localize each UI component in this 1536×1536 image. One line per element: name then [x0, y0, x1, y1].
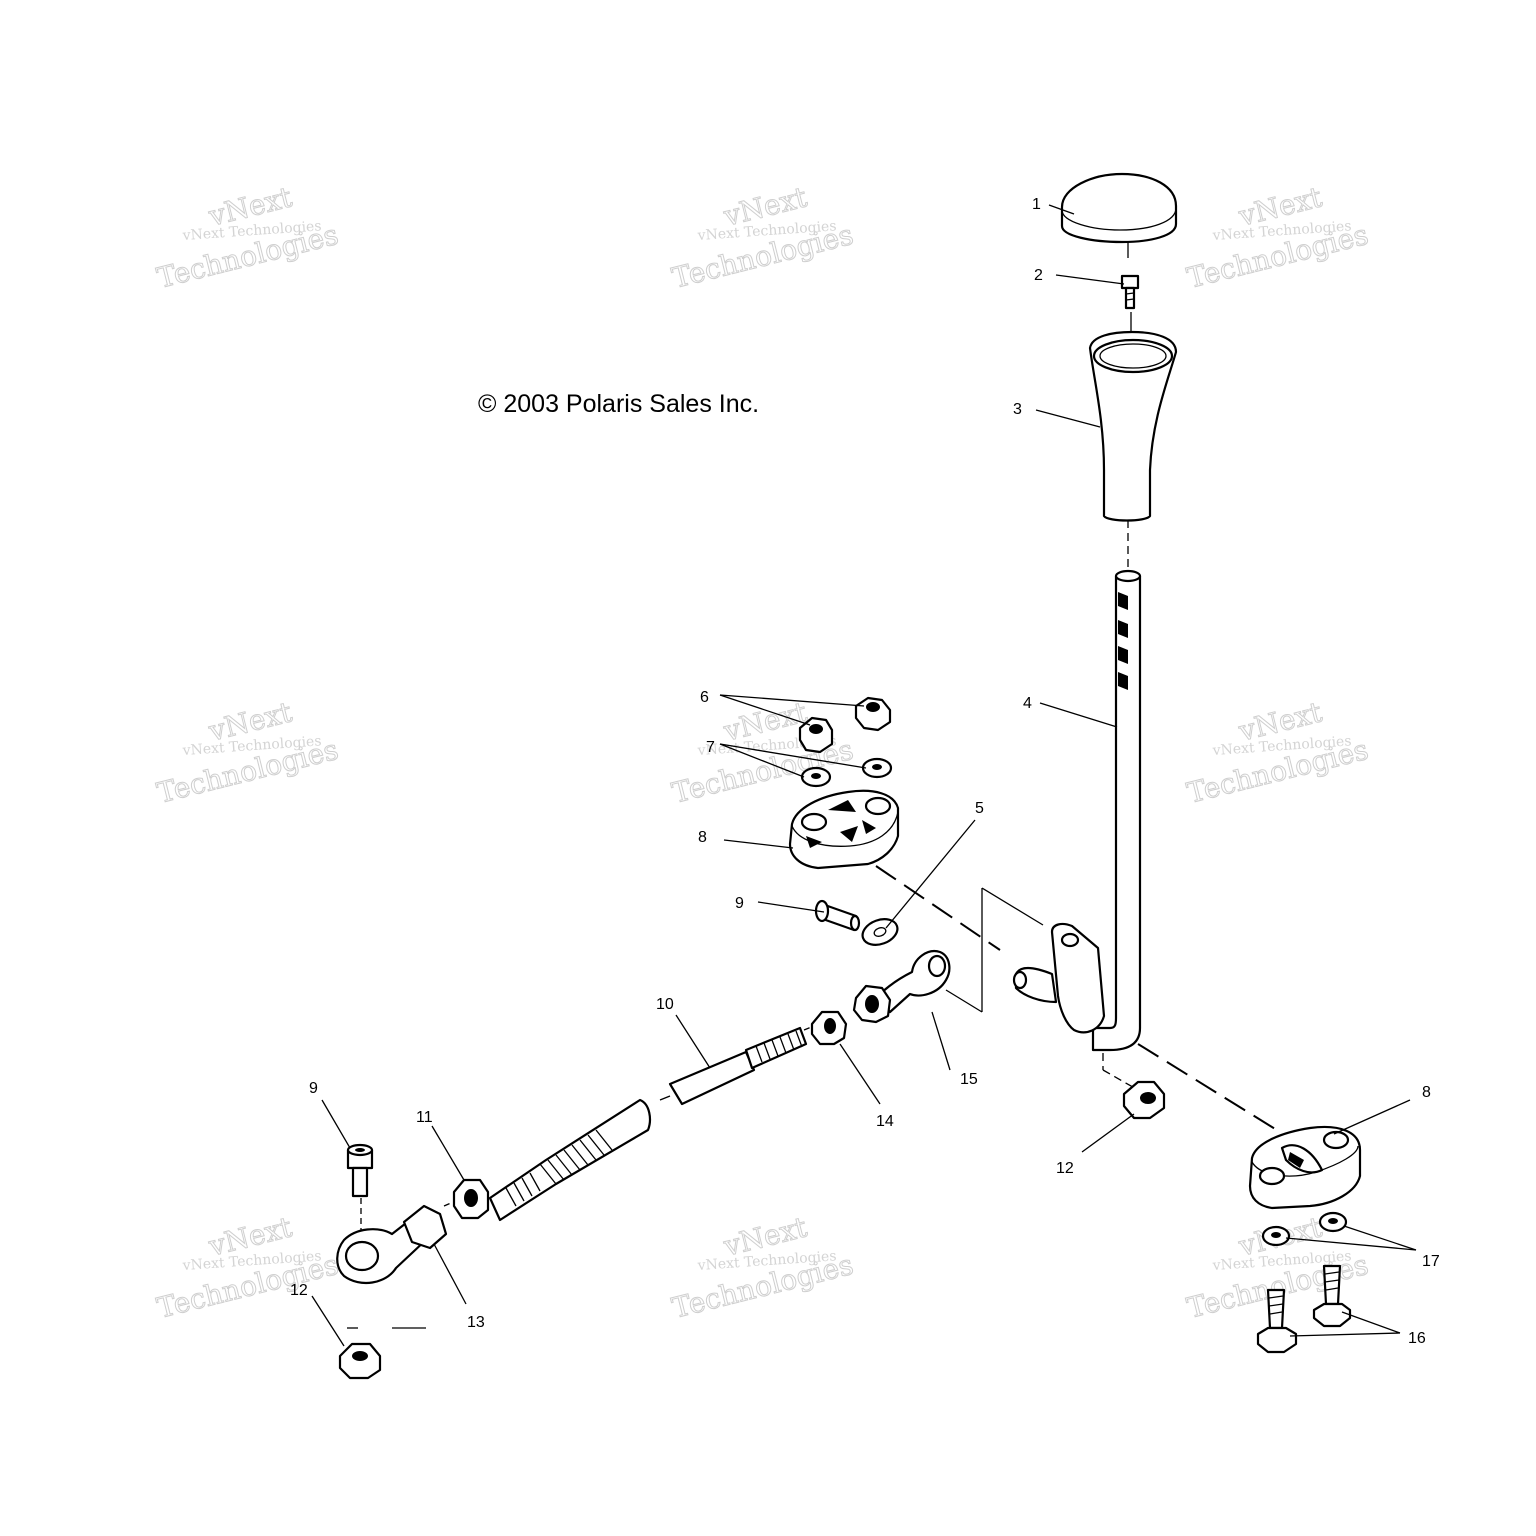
- part-1-knob-cap: [1060, 172, 1178, 244]
- callout-3: 3: [1013, 401, 1022, 418]
- callout-6: 6: [700, 689, 709, 706]
- callout-17: 17: [1422, 1253, 1440, 1270]
- callout-12-right: 12: [1056, 1160, 1074, 1177]
- part-4-shift-lever: [1012, 569, 1142, 1052]
- part-7-washer-right: [861, 757, 893, 779]
- watermark-top-right: vNext Technologies vNext Technologies: [1183, 180, 1372, 296]
- callout-2: 2: [1034, 267, 1043, 284]
- part-10-rod: [488, 1026, 808, 1222]
- part-16-bolt-right: [1312, 1264, 1352, 1328]
- part-11-nut: [452, 1178, 490, 1220]
- callout-numbers: 1 2 3 4 5 6 7 8 8 9 9 10 11 12 12 13 14 …: [290, 196, 1440, 1347]
- part-14-jam-nut: [810, 1010, 848, 1046]
- copyright-notice: © 2003 Polaris Sales Inc.: [478, 390, 759, 418]
- callout-12-left: 12: [290, 1282, 308, 1299]
- part-15-rod-end: [852, 950, 951, 1024]
- watermark-mid-left: vNext Technologies vNext Technologies: [153, 695, 342, 811]
- part-16-bolt-left: [1256, 1288, 1298, 1354]
- part-9-bolt-left: [346, 1143, 374, 1198]
- leader-lines: [311, 204, 1417, 1347]
- watermark-top-center: vNext Technologies vNext Technologies: [668, 180, 857, 296]
- callout-16: 16: [1408, 1330, 1426, 1347]
- part-6-nut-left: [798, 716, 834, 754]
- callout-8-bottom: 8: [1422, 1084, 1431, 1101]
- part-6-nut-right: [854, 696, 892, 732]
- part-12-nut-left: [338, 1342, 382, 1380]
- callout-4: 4: [1023, 695, 1032, 712]
- part-9-pin-top: [814, 899, 861, 932]
- callout-7: 7: [706, 739, 715, 756]
- callout-9-left: 9: [309, 1080, 318, 1097]
- callout-13: 13: [467, 1314, 485, 1331]
- part-13-rod-eye: [336, 1204, 448, 1284]
- part-17-washer-right: [1318, 1211, 1348, 1233]
- watermark-top-left: vNext Technologies vNext Technologies: [153, 180, 342, 296]
- watermark-mid-right: vNext Technologies vNext Technologies: [1183, 695, 1372, 811]
- part-17-washer-left: [1261, 1225, 1291, 1247]
- callout-15: 15: [960, 1071, 978, 1088]
- part-8-bracket-top: [788, 789, 900, 870]
- callout-5: 5: [975, 800, 984, 817]
- part-3-grip: [1088, 330, 1178, 522]
- part-12-nut-right: [1122, 1080, 1166, 1120]
- watermark-bottom-left: vNext Technologies vNext Technologies: [153, 1210, 342, 1326]
- assembly-lines: [347, 240, 1281, 1329]
- callout-1: 1: [1032, 196, 1041, 213]
- callout-8-top: 8: [698, 829, 707, 846]
- callout-14: 14: [876, 1113, 894, 1130]
- watermark-mid-center: vNext Technologies vNext Technologies: [668, 695, 857, 811]
- part-5-washer: [861, 918, 899, 946]
- watermark-bottom-center: vNext Technologies vNext Technologies: [668, 1210, 857, 1326]
- callout-10: 10: [656, 996, 674, 1013]
- callout-9-top: 9: [735, 895, 744, 912]
- part-2-screw: [1120, 274, 1140, 310]
- part-8-bracket-bottom: [1248, 1125, 1362, 1210]
- callout-11: 11: [416, 1109, 433, 1126]
- part-7-washer-left: [800, 766, 832, 788]
